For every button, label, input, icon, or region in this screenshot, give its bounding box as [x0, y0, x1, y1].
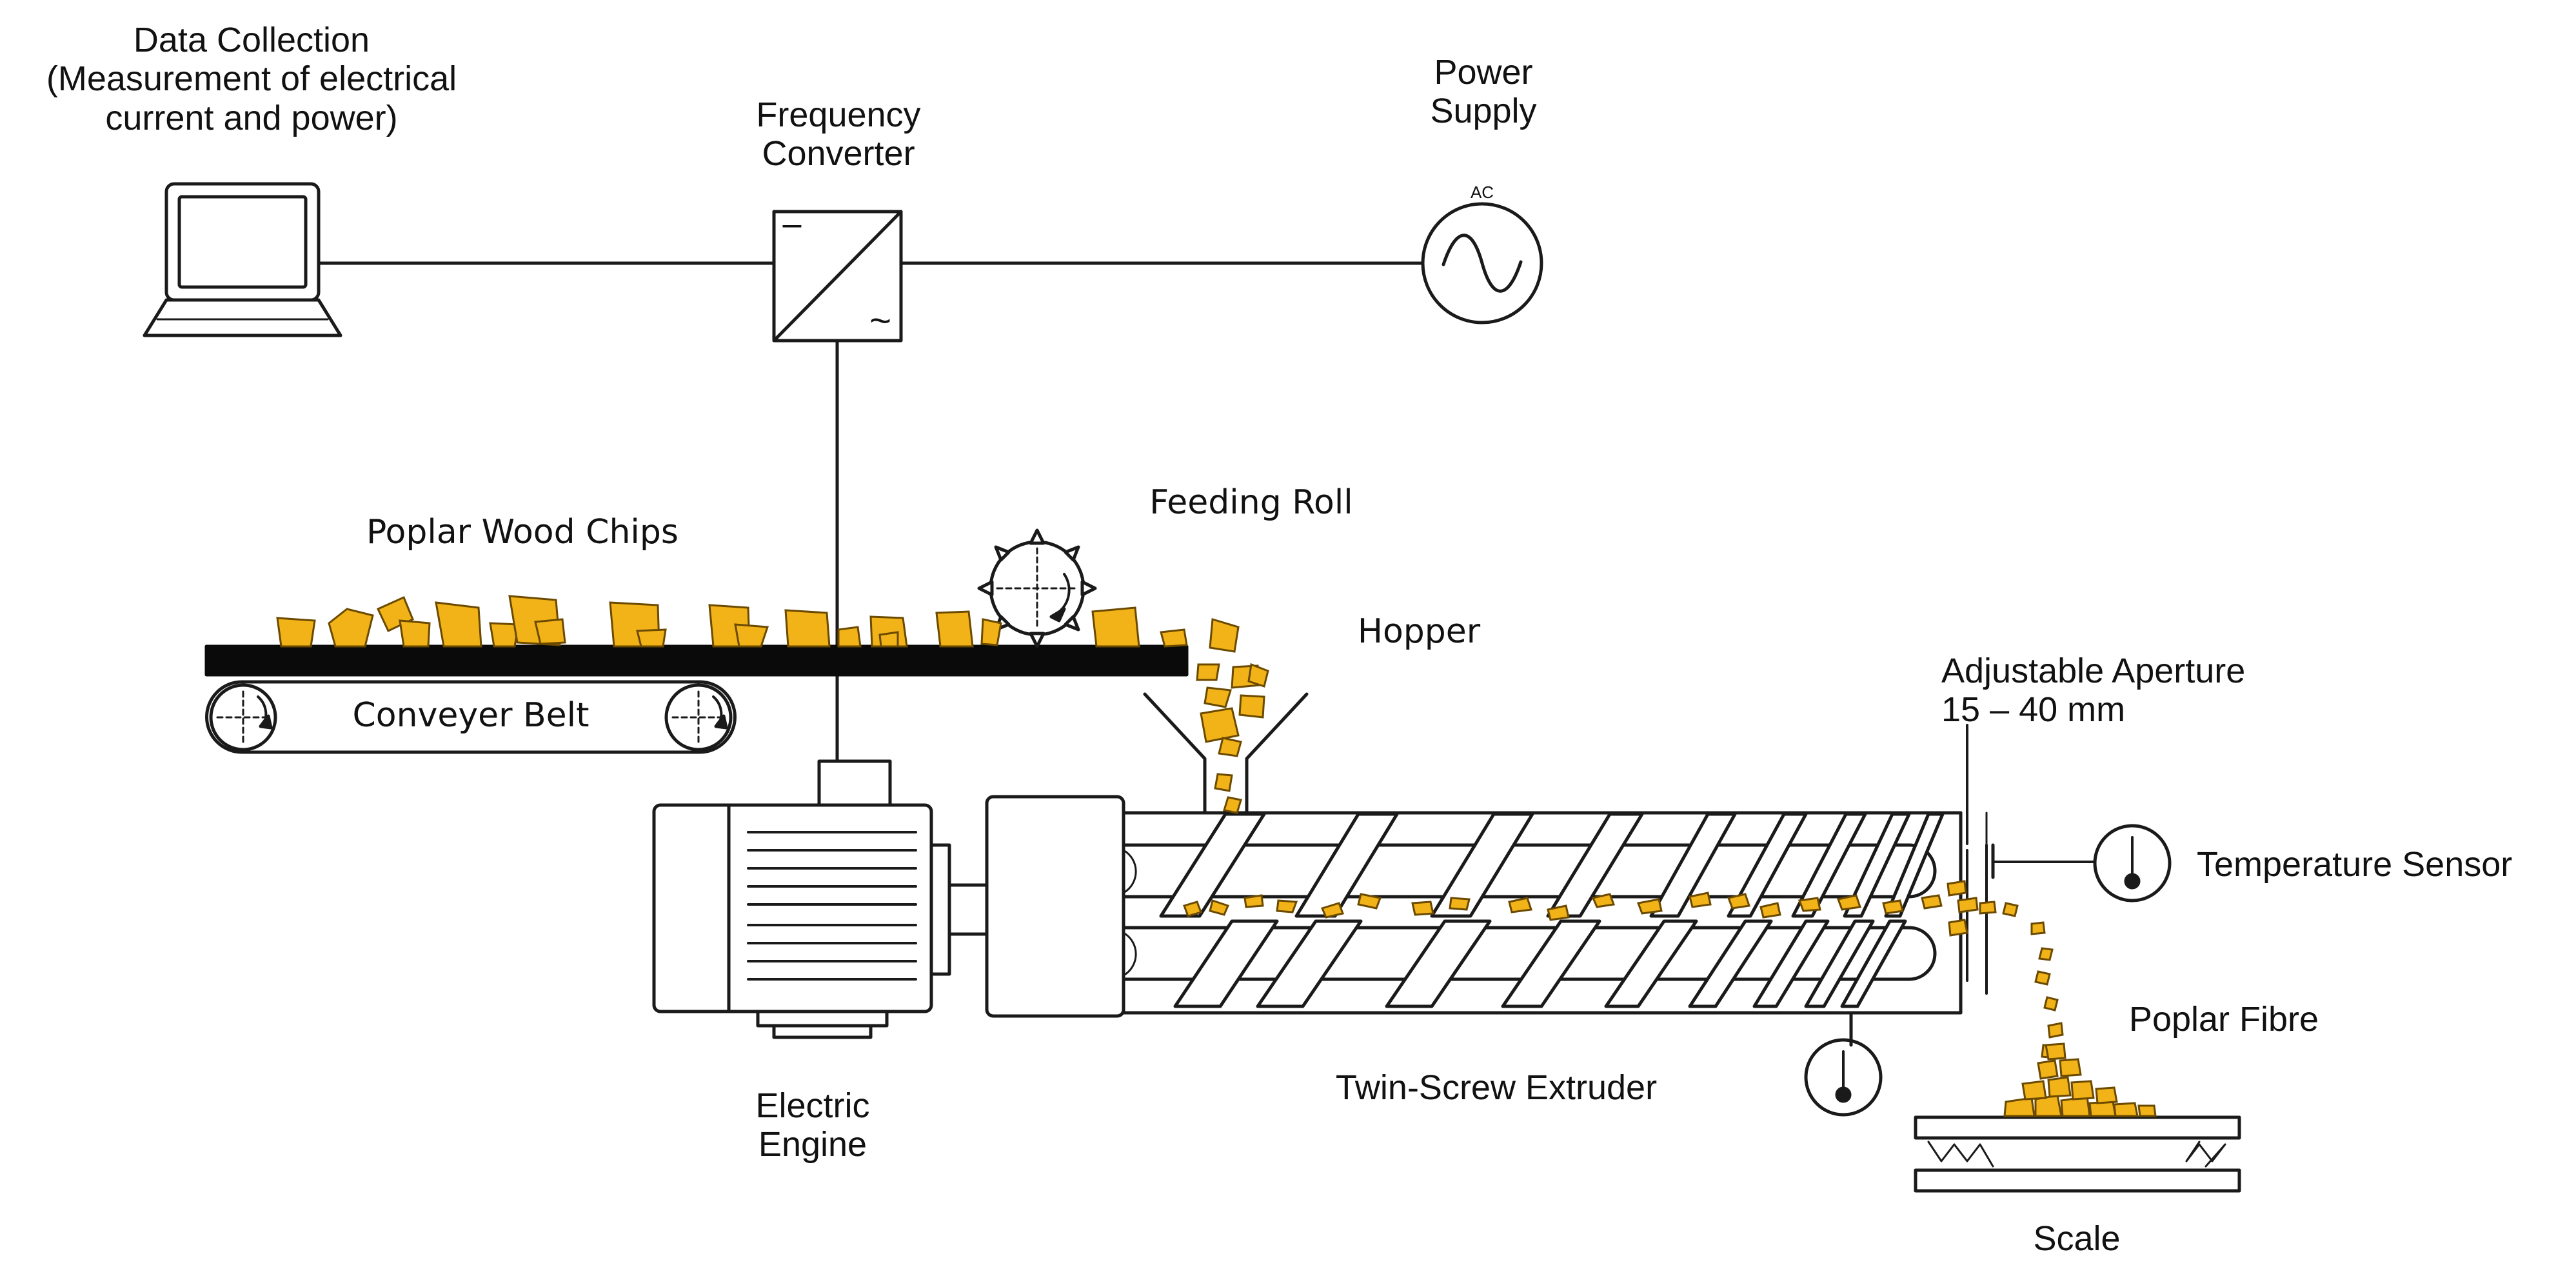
belt-roller-right-icon: [664, 683, 733, 752]
belt-roller-left-icon: [209, 683, 277, 752]
gearbox: [985, 795, 1125, 1018]
adjustable-aperture-range: 15 – 40 mm: [1941, 690, 2126, 730]
electric-engine: [652, 759, 989, 1039]
conveyer-belt-label: Conveyer Belt: [352, 696, 590, 735]
scale: [1914, 1115, 2241, 1193]
poplar-wood-chips-label: Poplar Wood Chips: [366, 513, 679, 552]
power-supply-line2: Supply: [1430, 92, 1537, 131]
temperature-sensor-label: Temperature Sensor: [2197, 845, 2513, 884]
data-collection-line2: (Measurement of electrical: [46, 59, 457, 99]
twin-screw-extruder: [1122, 811, 1988, 1041]
twin-screw-extruder-label: Twin-Screw Extruder: [1335, 1068, 1658, 1107]
converter-dc-symbol: –: [782, 205, 802, 243]
data-collection-line3: current and power): [105, 98, 398, 137]
converter-icon: [772, 210, 903, 343]
power-supply-line1: Power: [1434, 53, 1533, 92]
wiring: [318, 261, 1424, 763]
frequency-converter-line1: Frequency: [756, 95, 921, 134]
electric-engine-label: Electric Engine: [722, 1086, 903, 1164]
data-collection-line1: Data Collection: [133, 21, 370, 59]
converter-ac-symbol: ~: [869, 300, 891, 342]
poplar-fibre-label: Poplar Fibre: [2128, 1000, 2319, 1039]
hopper-label: Hopper: [1357, 612, 1481, 651]
conveyer-belt: [204, 644, 1189, 754]
temperature-gauge-icon: [2093, 824, 2172, 902]
adjustable-aperture-label: Adjustable Aperture 15 – 40 mm: [1941, 652, 2328, 730]
frequency-converter-label: Frequency Converter: [716, 95, 961, 174]
computer-icon: [143, 182, 342, 337]
feeding-roll-label: Feeding Roll: [1149, 483, 1353, 522]
data-collection-label: Data Collection (Measurement of electric…: [13, 21, 490, 137]
extruder-temperature-gauge-icon: [1804, 1037, 1883, 1117]
wood-chips: [276, 595, 2157, 1117]
adjustable-aperture-line1: Adjustable Aperture: [1941, 652, 2246, 690]
power-supply-label: Power Supply: [1380, 53, 1587, 131]
hopper: [1143, 692, 1309, 813]
scale-label: Scale: [2033, 1219, 2121, 1258]
electric-engine-line2: Engine: [758, 1125, 867, 1164]
adjustable-aperture: [1966, 724, 2096, 879]
ac-source-icon: [1421, 202, 1543, 324]
electric-engine-line1: Electric: [755, 1086, 870, 1125]
ac-symbol-label: AC: [1470, 183, 1494, 202]
frequency-converter-line2: Converter: [762, 134, 915, 174]
